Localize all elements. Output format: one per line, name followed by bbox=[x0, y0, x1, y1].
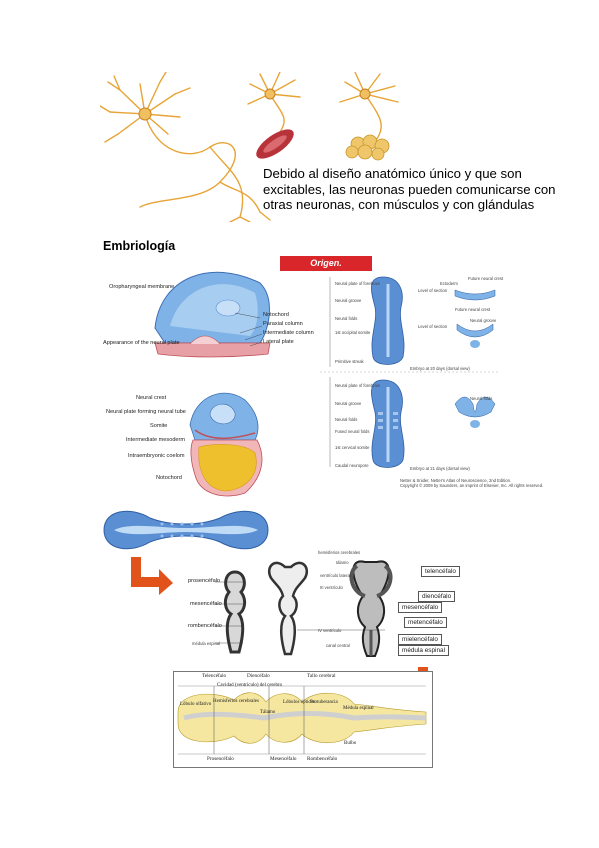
label-oropharyngeal: Oropharyngeal membrane bbox=[109, 284, 175, 290]
dorsal-embryo-figure bbox=[320, 276, 500, 468]
dorsal-label-6: Neural groove bbox=[335, 401, 362, 406]
neural-tube-dorsal-figure bbox=[103, 510, 269, 550]
dorsal-label-3: 1st occipital somite bbox=[335, 330, 371, 335]
label-lateral-plate: Lateral plate bbox=[263, 339, 294, 345]
arrow-right-icon bbox=[131, 557, 173, 595]
box-medula-espinal: médula espinal bbox=[398, 645, 449, 656]
mid-label-canal-central: canal central bbox=[326, 643, 350, 648]
box-diencefalo: diencéfalo bbox=[418, 591, 456, 602]
brain-regions-figure bbox=[177, 685, 427, 755]
dorsal-label-8: Fused neural folds bbox=[335, 429, 370, 434]
bottom-label-mesencefalo: Mesencéfalo bbox=[270, 756, 297, 762]
dorsal-label-2: Neural folds bbox=[335, 316, 358, 321]
label-somite: Somite bbox=[150, 423, 168, 429]
mid-label-ventriculo-lateral: ventrículo lateral bbox=[320, 573, 351, 578]
vesicle-label-rombencefalo: rombencéfalo bbox=[188, 623, 222, 629]
box-mielencefalo: mielencéfalo bbox=[398, 634, 442, 645]
dorsal-label-4: Primitive streak bbox=[335, 359, 364, 364]
section-label-3: Future neural crest bbox=[455, 307, 491, 312]
origen-banner: Origen. bbox=[280, 256, 372, 271]
dorsal-label-0: Neural plate of forebrain bbox=[335, 281, 380, 286]
dorsal-label-1: Neural groove bbox=[335, 298, 362, 303]
label-lobulo-olfativo: Lóbulo olfativo bbox=[180, 702, 212, 707]
label-paraxial: Paraxial column bbox=[263, 321, 303, 327]
label-intermediate-mesoderm: Intermediate mesoderm bbox=[126, 437, 186, 443]
dorsal-label-9: 1st cervical somite bbox=[335, 445, 370, 450]
neural-plate-figure bbox=[154, 271, 271, 358]
label-hemisferios: Hemisferios cerebrales bbox=[213, 699, 259, 704]
section-label-2: Level of section bbox=[418, 288, 448, 293]
section-label-0: Ectoderm bbox=[440, 281, 458, 286]
top-label-tallo-cerebral: Tallo cerebral bbox=[307, 673, 336, 679]
box-metencefalo: metencéfalo bbox=[404, 617, 447, 628]
neuron-illustration bbox=[100, 72, 399, 222]
label-notochord-2: Notochord bbox=[156, 475, 182, 481]
label-protuberancia: Protuberancia bbox=[310, 700, 338, 705]
label-neural-plate-forming: Neural plate forming neural tube bbox=[106, 409, 186, 415]
stage-label-21: Embryo at 21 days (dorsal view) bbox=[410, 466, 470, 471]
dorsal-label-7: Neural folds bbox=[335, 417, 358, 422]
dorsal-label-5: Neural plate of forebrain bbox=[335, 383, 380, 388]
neural-tube-figure bbox=[189, 392, 263, 497]
section-label-6: Level of section bbox=[418, 324, 448, 329]
mid-label-iv-ventriculo: IV ventrículo bbox=[318, 628, 342, 633]
dorsal-label-10: Caudal neuropore bbox=[335, 463, 369, 468]
label-bulbo: Bulbo bbox=[344, 741, 357, 746]
brain-vesicles-figure bbox=[215, 560, 393, 657]
label-lobulos-opticos: Lóbulos ópticos bbox=[283, 700, 316, 705]
label-medula-espinal-2: Médula espinal bbox=[343, 706, 374, 711]
label-talamo-2: Tálamo bbox=[260, 710, 276, 715]
label-neural-crest: Neural crest bbox=[136, 395, 167, 401]
credit-line-2: Copyright © 2009 by Saunders, an imprint… bbox=[400, 483, 544, 488]
section-heading: Embriología bbox=[103, 239, 176, 253]
mid-label-talamo: tálamo bbox=[336, 560, 349, 565]
label-appearance: Appearance of the neural plate bbox=[103, 340, 180, 346]
section-label-4: Neural groove bbox=[470, 318, 497, 323]
vesicle-label-mesencefalo: mesencéfalo bbox=[190, 601, 222, 607]
box-mesencefalo: mesencéfalo bbox=[398, 602, 443, 613]
label-intermediate: Intermediate column bbox=[263, 330, 314, 336]
bottom-label-prosencefalo: Prosencéfalo bbox=[207, 756, 234, 762]
neuron-caption: Debido al diseño anatómico único y que s… bbox=[263, 166, 556, 212]
mid-label-iii-ventriculo: III ventrículo bbox=[320, 585, 343, 590]
top-label-diencefalo: Diencéfalo bbox=[247, 673, 270, 679]
section-label-1: Future neural crest bbox=[468, 276, 504, 281]
mid-label-hemisferios: hemisferios cerebrales bbox=[318, 550, 361, 555]
label-notochord: Notochord bbox=[263, 312, 289, 318]
stage-label-20: Embryo at 20 days (dorsal view) bbox=[410, 366, 470, 371]
credit-line-1: Netter & Snider, Netter's Atlas of Neuro… bbox=[400, 478, 512, 483]
label-cavidad: Cavidad (ventrículo) del cerebro bbox=[217, 683, 283, 688]
label-coelom: Intraembryonic coelom bbox=[128, 453, 185, 459]
top-label-telencefalo: Telencéfalo bbox=[202, 673, 227, 679]
vesicle-label-medula: médula espinal bbox=[192, 641, 221, 646]
vesicle-label-prosencefalo: prosencéfalo bbox=[188, 578, 221, 584]
section-label-5: Neural folds bbox=[470, 396, 493, 401]
bottom-label-rombencefalo: Rombencéfalo bbox=[307, 756, 338, 762]
box-telencefalo: telencéfalo bbox=[421, 566, 460, 577]
